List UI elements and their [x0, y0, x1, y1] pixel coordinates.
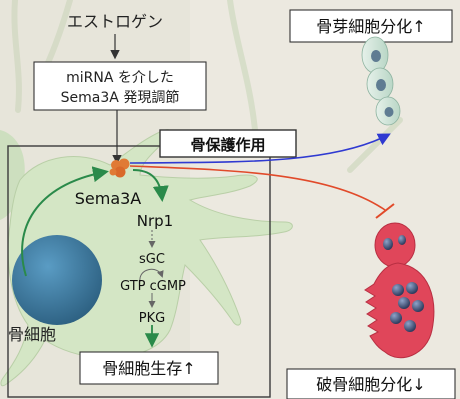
sema3a-label: Sema3A — [75, 189, 142, 208]
osteocyte-nucleus — [12, 235, 102, 325]
osteoclast-nucleus — [383, 238, 393, 250]
osteoclast-nucleus — [412, 300, 424, 312]
mirna-box — [33, 61, 207, 111]
sema3a-ligand-icon — [109, 158, 130, 178]
red-inhibition-line — [129, 165, 386, 211]
estrogen-label: エストロゲン — [67, 12, 163, 31]
sgc-label: sGC — [139, 252, 165, 267]
bone-protection-label: 骨保護作用 — [190, 136, 265, 154]
osteoclast-nucleus — [398, 297, 410, 309]
mirna-label-line2: Sema3A 発現調節 — [61, 89, 180, 106]
osteoclast-box — [286, 368, 456, 399]
osteoclast-nucleus — [404, 320, 416, 332]
pkg-label: PKG — [139, 311, 165, 326]
nrp1-label: Nrp1 — [137, 212, 173, 230]
osteoclast-upper — [374, 222, 416, 268]
green-binding-arrow — [132, 169, 169, 202]
osteoclast-nucleus — [398, 235, 406, 245]
osteoblast-nucleus — [384, 107, 394, 117]
osteoblast-nucleus — [376, 79, 386, 91]
green-loop-arrow — [21, 166, 109, 277]
osteoclast-diff-label: 破骨細胞分化↓ — [316, 375, 425, 394]
inset-frame — [7, 145, 271, 398]
mirna-label-line1: miRNA を介した — [66, 70, 174, 86]
osteoblast-nucleus — [371, 50, 381, 62]
osteoclast-nucleus — [390, 312, 402, 324]
inhibition-bar — [375, 203, 395, 219]
osteoblast-chain — [361, 36, 401, 126]
bone-protection-box — [159, 129, 297, 158]
gtp-cgmp-arrow — [139, 268, 164, 283]
gtp-cgmp-label: GTP cGMP — [120, 279, 186, 294]
osteocyte-label: 骨細胞 — [8, 325, 56, 344]
osteoclast-nucleus — [406, 282, 418, 294]
osteoclast-cell — [364, 222, 435, 359]
survival-box — [79, 351, 219, 385]
osteoblast-diff-label: 骨芽細胞分化↑ — [316, 17, 425, 36]
blue-stimulation-arrow — [129, 133, 391, 164]
survival-label: 骨細胞生存↑ — [102, 359, 195, 378]
osteoclast-nucleus — [392, 284, 404, 296]
osteoblast-box — [289, 9, 453, 43]
